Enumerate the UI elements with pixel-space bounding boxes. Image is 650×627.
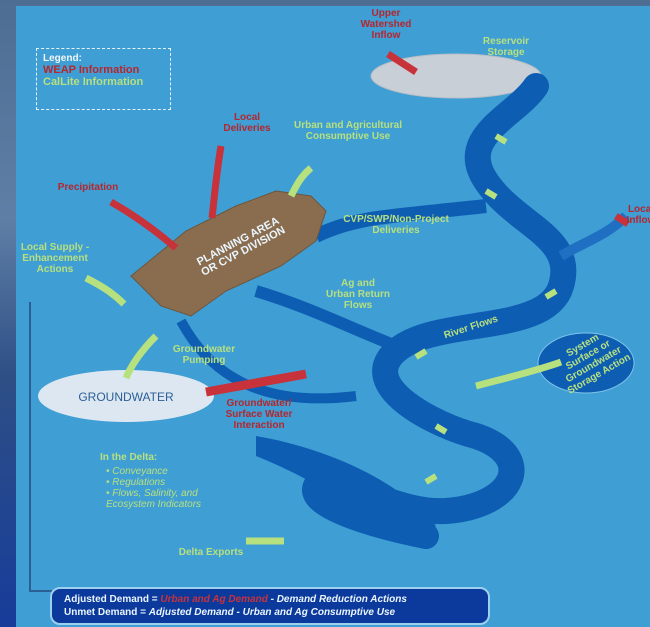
- demand-connector: [29, 302, 52, 592]
- gw-sw-interaction-label: Groundwater/ Surface Water Interaction: [225, 398, 293, 431]
- local-supply-label: Local Supply - Enhancement Actions: [20, 242, 90, 275]
- arrow-upper-inflow: [386, 51, 418, 75]
- precipitation-label: Precipitation: [57, 182, 119, 193]
- legend-title: Legend:: [43, 53, 82, 64]
- gw-pumping-label: Groundwater Pumping: [172, 344, 236, 366]
- arrow-gw-pumping: [122, 333, 159, 380]
- cvp-swp-label: CVP/SWP/Non-Project Deliveries: [343, 214, 449, 236]
- arrow-local-supply: [84, 274, 127, 307]
- planning-area: [130, 190, 327, 317]
- arrow-gw-interaction: [205, 369, 307, 397]
- local-inflow-stream: [558, 212, 630, 261]
- legend-weap: WEAP Information: [43, 64, 140, 76]
- arrow-local-deliveries: [208, 145, 225, 219]
- demand-equations-box: Adjusted Demand = Urban and Ag Demand - …: [50, 587, 490, 625]
- arrow-local-inflow: [614, 213, 630, 227]
- local-deliveries-label: Local Deliveries: [223, 112, 271, 134]
- in-delta-list: • Conveyance • Regulations • Flows, Sali…: [106, 466, 246, 510]
- delta-fan: [256, 436, 436, 546]
- in-delta-item: • Conveyance: [106, 466, 168, 477]
- legend: Legend: WEAP Information CalLite Informa…: [36, 48, 171, 110]
- arrow-precipitation: [109, 198, 179, 251]
- local-inflow-label: Local Inflow: [626, 204, 650, 226]
- diagram-panel: Legend: WEAP Information CalLite Informa…: [16, 6, 650, 627]
- delta-exports-label: Delta Exports: [178, 547, 244, 558]
- river-flow-arrows: [414, 133, 558, 485]
- unmet-demand-line: Unmet Demand = Adjusted Demand - Urban a…: [64, 607, 396, 618]
- arrow-storage-action: [475, 358, 563, 390]
- branch-deliveries: [312, 199, 487, 243]
- in-delta-item: • Flows, Salinity, and: [106, 488, 198, 499]
- diagram-graphics: [29, 51, 635, 592]
- in-delta-item: • Regulations: [106, 477, 166, 488]
- branch-return: [254, 285, 399, 352]
- groundwater-label: GROUNDWATER: [78, 390, 174, 404]
- storage-action-blob: [537, 332, 635, 394]
- reservoir-storage-label: Reservoir Storage: [482, 36, 530, 58]
- adjusted-demand-line: Adjusted Demand = Urban and Ag Demand - …: [64, 594, 407, 605]
- legend-callite: CalLite Information: [43, 76, 144, 88]
- in-delta-item: Ecosystem Indicators: [106, 499, 202, 510]
- groundwater-cloud: [38, 370, 214, 422]
- ag-urban-return-label: Ag and Urban Return Flows: [326, 278, 390, 311]
- urban-ag-use-label: Urban and Agricultural Consumptive Use: [294, 120, 402, 142]
- in-delta-title: In the Delta:: [100, 452, 158, 463]
- arrow-urban-ag-use: [287, 165, 314, 198]
- upper-watershed-inflow-label: Upper Watershed Inflow: [360, 8, 412, 41]
